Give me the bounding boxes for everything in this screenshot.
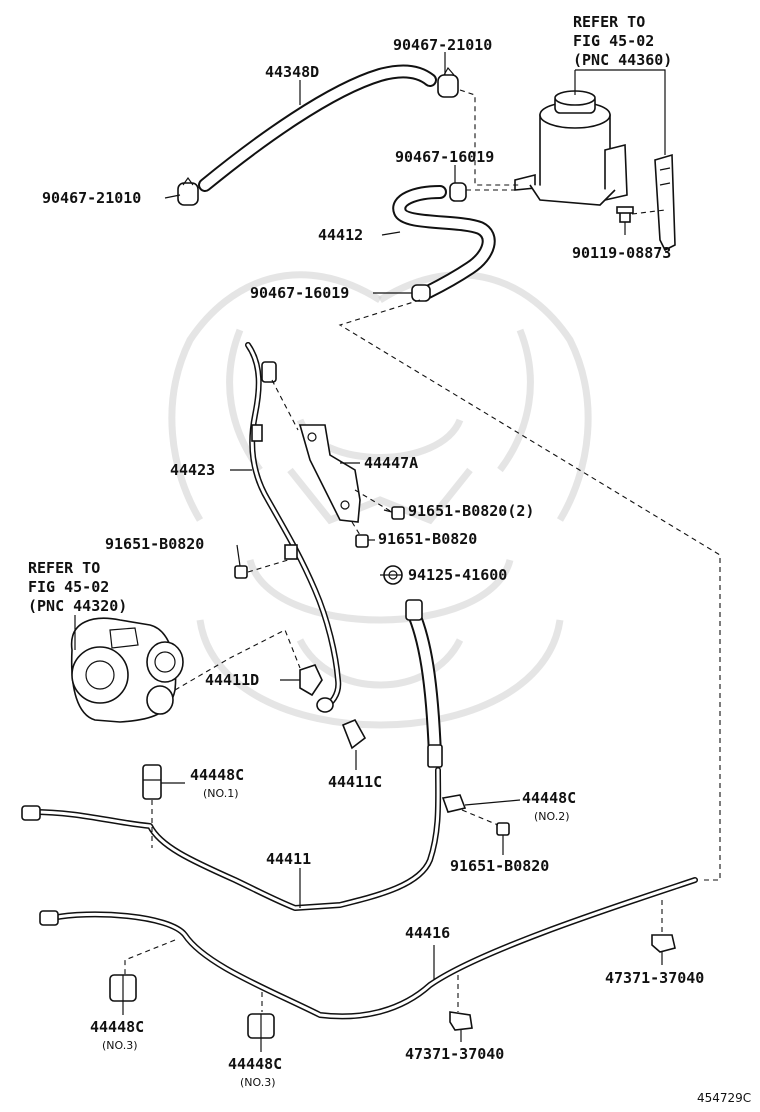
- ref-44320-line1: REFER TO: [28, 559, 100, 577]
- ref-44320-line2: FIG 45-02: [28, 578, 109, 596]
- power-steering-pump: [70, 617, 184, 723]
- label-91651-B0820-x2: 91651-B0820(2): [408, 502, 534, 520]
- tube-44411: [21, 767, 442, 911]
- label-47371-37040-right: 47371-37040: [605, 969, 704, 987]
- leader-44423-bracket: [271, 379, 393, 513]
- label-44448C-no3b: 44448C: [228, 1055, 282, 1073]
- leader-ref-44360: [574, 69, 666, 155]
- bolt-91651-B0820-left: [234, 565, 248, 579]
- tube-44416: [39, 877, 698, 1020]
- bolt-91651-B0820-mid: [355, 534, 369, 548]
- clamp-47371-37040-mid: [449, 1011, 473, 1031]
- label-44411C: 44411C: [328, 773, 382, 791]
- clamp-90467-21010-top: [437, 66, 459, 98]
- note-no3a: (NO.3): [102, 1039, 138, 1052]
- hose-44348D: [198, 64, 437, 192]
- label-90119-08873: 90119-08873: [572, 244, 671, 262]
- leader-pump-44411D: [174, 629, 301, 691]
- ref-44360-line3: (PNC 44360): [573, 51, 672, 69]
- label-44411D: 44411D: [205, 671, 259, 689]
- clamp-90467-16019-mid: [411, 284, 431, 302]
- ref-44360-line2: FIG 45-02: [573, 32, 654, 50]
- label-44416: 44416: [405, 924, 450, 942]
- bolt-91651-B0820-x2: [383, 506, 405, 520]
- note-no1: (NO.1): [203, 787, 239, 800]
- fitting-44411C: [341, 718, 367, 768]
- leader-clamp-no3a: [124, 939, 176, 975]
- label-91651-B0820-low: 91651-B0820: [450, 857, 549, 875]
- label-90467-16019-top: 90467-16019: [395, 148, 494, 166]
- clamp-90467-21010-left: [177, 176, 199, 206]
- label-44423: 44423: [170, 461, 215, 479]
- clamp-90467-16019-top: [449, 182, 467, 202]
- label-44412: 44412: [318, 226, 363, 244]
- leader-bolt-low: [461, 809, 499, 826]
- note-no3b: (NO.3): [240, 1076, 276, 1089]
- reservoir-bracket: [654, 153, 676, 252]
- watermark-emblem: [168, 271, 592, 729]
- bracket-44447A: [298, 424, 361, 523]
- label-90467-16019-mid: 90467-16019: [250, 284, 349, 302]
- label-47371-37040-mid: 47371-37040: [405, 1045, 504, 1063]
- label-44448C-no2: 44448C: [522, 789, 576, 807]
- pipe-44423: [245, 342, 342, 713]
- label-44447A: 44447A: [364, 454, 418, 472]
- label-90467-21010-top: 90467-21010: [393, 36, 492, 54]
- clamp-44448C-no2: [441, 794, 467, 813]
- label-91651-B0820-mid: 91651-B0820: [378, 530, 477, 548]
- ref-44360-line1: REFER TO: [573, 13, 645, 31]
- leader-bolt-left: [247, 559, 289, 573]
- hose-44412: [392, 185, 496, 299]
- label-44448C-no3a: 44448C: [90, 1018, 144, 1036]
- label-44348D: 44348D: [265, 63, 319, 81]
- ref-44320-line3: (PNC 44320): [28, 597, 127, 615]
- reservoir-tank: [514, 90, 628, 206]
- hose-pressure: [405, 599, 443, 768]
- label-44411: 44411: [266, 850, 311, 868]
- bolt-91651-B0820-low: [496, 822, 510, 836]
- clamp-44448C-no3a: [109, 974, 137, 1002]
- leader-44348D-to-tank: [459, 89, 520, 186]
- clamp-44448C-no3b: [247, 1013, 275, 1039]
- diagram-id: 454729C: [697, 1091, 751, 1105]
- route-dashed-line: [338, 299, 721, 881]
- clamp-44448C-no1: [142, 764, 162, 800]
- label-44448C-no1: 44448C: [190, 766, 244, 784]
- label-94125-41600: 94125-41600: [408, 566, 507, 584]
- clamp-44411D: [299, 664, 323, 697]
- clamp-47371-37040-right: [651, 934, 676, 953]
- leader-bolt-mid: [351, 521, 361, 536]
- bolt-90119-08873: [616, 206, 634, 223]
- note-no2: (NO.2): [534, 810, 570, 823]
- leader-bolt-90119: [631, 209, 666, 215]
- label-leaders: [122, 52, 663, 1052]
- label-90467-21010-left: 90467-21010: [42, 189, 141, 207]
- label-91651-B0820-left: 91651-B0820: [105, 535, 204, 553]
